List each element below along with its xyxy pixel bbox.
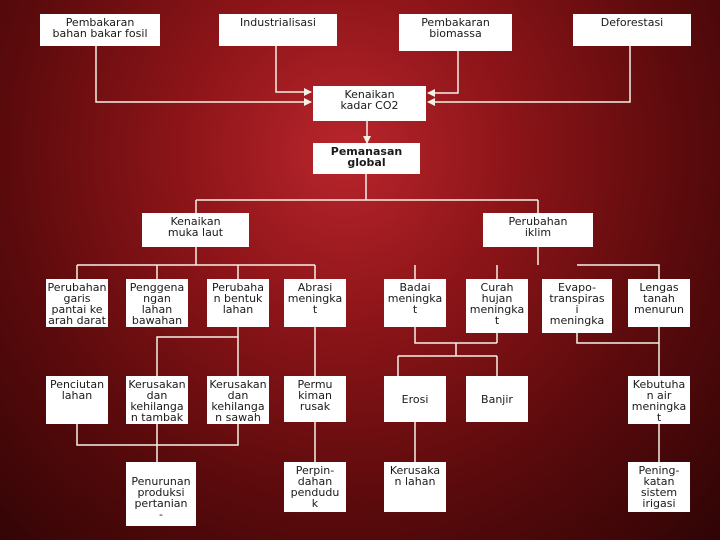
node-pond-damage: Kerusakan dan kehilanga n tambak [126, 376, 188, 424]
node-flood-label: Banjir [481, 392, 513, 406]
node-climate-change: Perubahan iklim [483, 213, 593, 247]
node-rice-field-damage-label: Kerusakan dan kehilanga n sawah [209, 378, 267, 424]
node-flood: Banjir [466, 376, 528, 422]
node-co2-increase-label: Kenaikan kadar CO2 [340, 88, 399, 112]
node-abrasion-increase-label: Abrasi meningka t [287, 281, 343, 316]
node-sea-level-rise-label: Kenaikan muka laut [167, 215, 224, 239]
node-settlement-damage-label: Permu kiman rusak [297, 378, 333, 413]
node-rainfall-increase: Curah hujan meningka t [466, 279, 528, 333]
node-irrigation-improvement: Pening- katan sistem irigasi [628, 462, 690, 512]
node-sea-level-rise: Kenaikan muka laut [142, 213, 249, 247]
node-biomass-burning-label: Pembakaran biomassa [421, 16, 490, 40]
node-population-migration: Perpin- dahan pendudu k [284, 462, 346, 512]
node-population-migration-label: Perpin- dahan pendudu k [290, 464, 340, 510]
node-pond-damage-label: Kerusakan dan kehilanga n tambak [128, 378, 186, 424]
node-storm-increase-label: Badai meningka t [387, 281, 443, 316]
node-water-demand-increase-label: Kebutuha n air meningka t [631, 378, 687, 424]
node-biomass-burning: Pembakaran biomassa [399, 14, 512, 51]
node-agricultural-production-decline: Penurunan produksi pertanian - pemukiman [126, 462, 196, 526]
node-fossil-fuel-burning-label: Pembakaran bahan bakar fosil [52, 16, 148, 40]
node-fossil-fuel-burning: Pembakaran bahan bakar fosil [40, 14, 160, 46]
node-land-inundation-label: Penggena ngan lahan bawahan [129, 281, 185, 327]
node-landform-change: Perubaha n bentuk lahan [207, 279, 269, 327]
node-deforestation-label: Deforestasi [600, 16, 664, 29]
node-industrialization-label: Industrialisasi [240, 16, 316, 29]
node-rainfall-increase-label: Curah hujan meningka t [469, 281, 525, 327]
node-land-damage-label: Kerusaka n lahan [389, 464, 441, 488]
node-coastline-change: Perubahan garis pantai ke arah darat [46, 279, 108, 327]
node-evapotranspiration: Evapo- transpiras i meningka [542, 279, 612, 333]
node-soil-moisture-decrease-label: Lengas tanah menurun [634, 281, 684, 316]
node-industrialization: Industrialisasi [219, 14, 337, 46]
node-storm-increase: Badai meningka t [384, 279, 446, 327]
node-global-warming-label: Pemanasan global [330, 145, 403, 169]
node-rice-field-damage: Kerusakan dan kehilanga n sawah [207, 376, 269, 424]
node-settlement-damage: Permu kiman rusak [284, 376, 346, 422]
node-coastline-change-label: Perubahan garis pantai ke arah darat [47, 281, 107, 327]
node-land-inundation: Penggena ngan lahan bawahan [126, 279, 188, 327]
node-soil-moisture-decrease: Lengas tanah menurun [628, 279, 690, 327]
node-irrigation-improvement-label: Pening- katan sistem irigasi [638, 464, 680, 510]
node-co2-increase: Kenaikan kadar CO2 [313, 86, 426, 121]
node-landform-change-label: Perubaha n bentuk lahan [212, 281, 264, 316]
node-land-shrinkage: Penciutan lahan [46, 376, 108, 424]
node-global-warming: Pemanasan global [313, 143, 420, 174]
node-evapotranspiration-label: Evapo- transpiras i meningka [549, 281, 605, 327]
node-deforestation: Deforestasi [573, 14, 691, 46]
node-land-shrinkage-label: Penciutan lahan [49, 378, 105, 402]
node-climate-change-label: Perubahan iklim [508, 215, 568, 239]
node-erosion: Erosi [384, 376, 446, 422]
node-abrasion-increase: Abrasi meningka t [284, 279, 346, 327]
node-erosion-label: Erosi [401, 392, 429, 406]
node-agricultural-production-decline-label: Penurunan produksi pertanian - [131, 475, 191, 521]
node-land-damage: Kerusaka n lahan [384, 462, 446, 512]
node-water-demand-increase: Kebutuha n air meningka t [628, 376, 690, 424]
